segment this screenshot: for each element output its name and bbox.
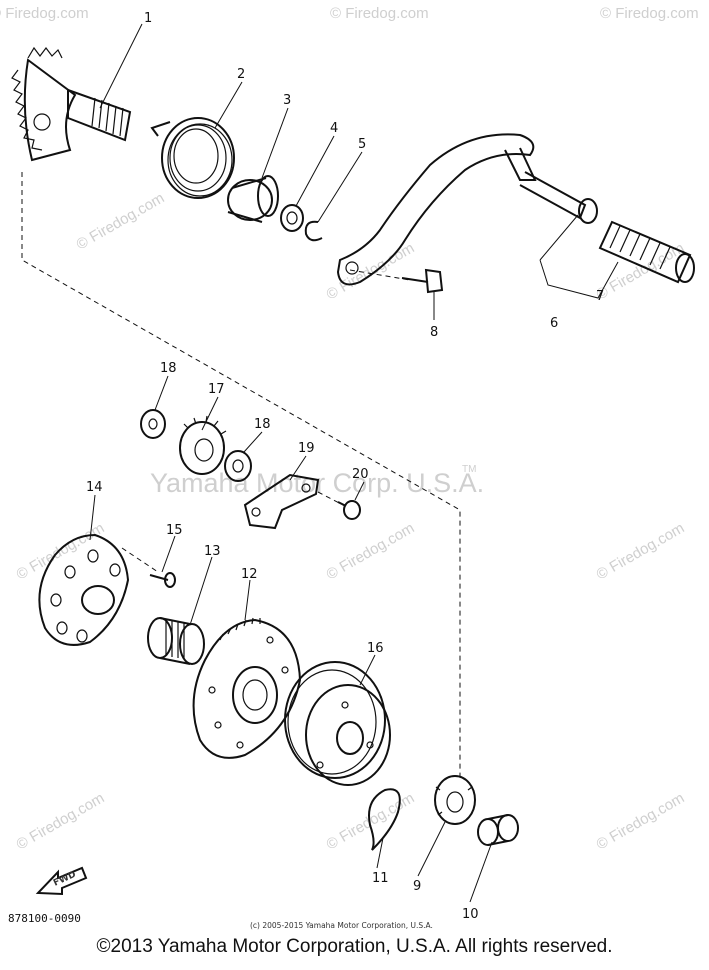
- watermark-firedog: © Firedog.com: [594, 239, 688, 303]
- callout-6: 6: [550, 316, 558, 331]
- collar-part: [477, 814, 519, 846]
- watermark-firedog: © Firedog.com: [14, 789, 108, 853]
- watermark-firedog: © Firedog.com: [600, 5, 699, 22]
- callout-11: 11: [372, 871, 389, 886]
- guide-line-8: [349, 269, 411, 281]
- watermark-firedog: © Firedog.com: [594, 789, 688, 853]
- kick-grip-part: [598, 220, 695, 284]
- guide-line-15: [121, 547, 159, 573]
- watermark-firedog: © Firedog.com: [330, 5, 429, 22]
- plate-hole: [301, 483, 311, 493]
- callout-8: 8: [430, 325, 438, 340]
- footer-copyright: ©2013 Yamaha Motor Corporation, U.S.A. A…: [96, 936, 613, 957]
- clutch-drum-part: [284, 661, 391, 786]
- callout-20: 20: [352, 467, 369, 482]
- callout-12: 12: [241, 567, 258, 582]
- watermark-firedog: © Firedog.com: [594, 519, 688, 583]
- washer-hole: [148, 418, 158, 430]
- circlip-part: [304, 220, 323, 242]
- washer-part: [280, 204, 304, 232]
- callout-labels: 1 2 3 4 5 6 7 8 9 10 11 12 13 14 15 16 1…: [86, 11, 604, 922]
- callout-19: 19: [298, 441, 315, 456]
- washer-part: [140, 409, 166, 439]
- watermark-firedog: © Firedog.com: [14, 519, 108, 583]
- callout-7: 7: [596, 289, 604, 304]
- fwd-arrow-icon: FWD: [35, 866, 88, 896]
- watermark-firedog: © Firedog.com: [324, 519, 418, 583]
- watermark-tm: TM: [462, 464, 476, 475]
- callout-2: 2: [237, 67, 245, 82]
- callout-14: 14: [86, 480, 103, 495]
- diagram-code: 878100-0090: [8, 912, 81, 925]
- kick-crank-part: [336, 133, 598, 286]
- leader-lines: [89, 23, 619, 903]
- spring-clip-part: [368, 788, 401, 851]
- small-copyright: (c) 2005-2015 Yamaha Motor Corporation, …: [250, 921, 433, 930]
- callout-17: 17: [208, 382, 225, 397]
- kick-axle-part: [11, 46, 132, 162]
- washer-hole: [232, 459, 244, 473]
- callout-18: 18: [160, 361, 177, 376]
- watermark-firedog: © Firedog.com: [74, 189, 168, 253]
- washer-hole: [286, 211, 298, 225]
- callout-13: 13: [204, 544, 221, 559]
- callout-10: 10: [462, 907, 479, 922]
- cover-plate-part: [38, 533, 130, 646]
- callout-1: 1: [144, 11, 152, 26]
- callout-15: 15: [166, 523, 183, 538]
- plate-hole: [251, 507, 261, 517]
- screw-part: [149, 572, 176, 588]
- callout-3: 3: [283, 93, 291, 108]
- callout-4: 4: [330, 121, 338, 136]
- guide-plate-part: [243, 473, 320, 530]
- needle-bearing-part: [147, 617, 205, 665]
- torsion-spring-part: [150, 117, 235, 199]
- watermark-firedog: © Firedog.com: [324, 789, 418, 853]
- collar-part: [227, 175, 279, 223]
- callout-5: 5: [358, 137, 366, 152]
- callout-16: 16: [367, 641, 384, 656]
- callout-18b: 18: [254, 417, 271, 432]
- ratchet-part: [434, 775, 476, 825]
- driven-gear-part: [192, 617, 302, 759]
- washer-part: [224, 450, 252, 482]
- idle-gear-part: [179, 415, 227, 475]
- bolt-part: [401, 268, 444, 294]
- callout-9: 9: [413, 879, 421, 894]
- watermark-firedog: © Firedog.com: [0, 5, 89, 22]
- screw-part: [337, 500, 361, 520]
